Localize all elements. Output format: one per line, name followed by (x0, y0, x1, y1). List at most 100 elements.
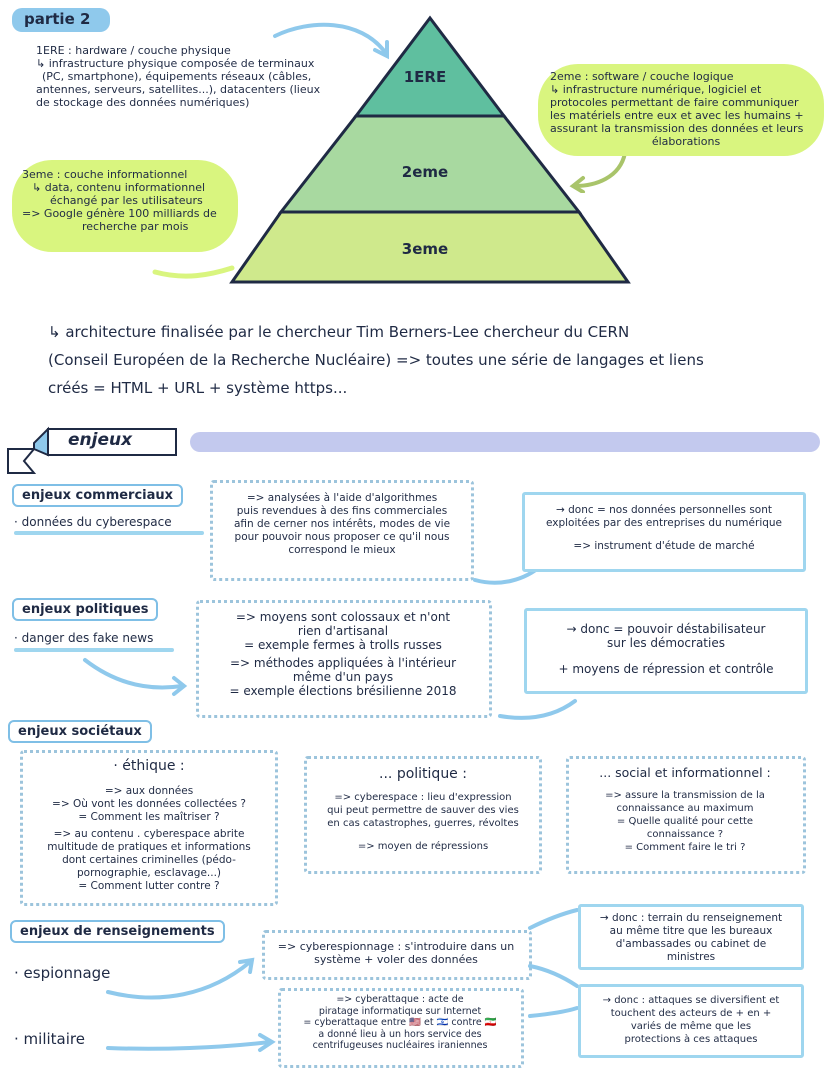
cyberattaque-line-4: a donné lieu à un hors service des (318, 1028, 482, 1040)
architecture-line-1: ↳ architecture finalisée par le chercheu… (48, 323, 630, 341)
politiques-right-2: sur les démocraties (607, 636, 725, 650)
ethique-box (20, 750, 278, 906)
renseignement-right-1-line-2: au même titre que les bureaux (609, 925, 773, 937)
commerciaux-mid-4: pour pouvoir nous proposer ce qu'il nous (234, 531, 450, 543)
commerciaux-mid-1: => analysées à l'aide d'algorithmes (246, 492, 438, 504)
pyramid (229, 15, 631, 284)
social-box (566, 756, 806, 874)
hardware-line-4: de stockage des données numériques) (36, 96, 250, 109)
pyramid-label-3: 3eme (401, 240, 449, 258)
renseignement-right-box-2 (578, 984, 804, 1058)
renseignement-right-1-line-4: ministres (666, 951, 716, 963)
societaux-label: enjeux sociétaux (8, 720, 152, 743)
arrow-right-green (569, 151, 627, 193)
hardware-line-1: ↳ infrastructure physique composée de te… (36, 57, 315, 70)
partie-title: partie 2 (24, 10, 91, 28)
espionnage-item: · espionnage (14, 964, 111, 982)
politiques-right-box (524, 608, 808, 694)
info-highlight (12, 160, 238, 252)
social-line-4: connaissance ? (646, 829, 724, 840)
espionnage-box (262, 930, 532, 980)
commerciaux-mid-2: puis revendues à des fins commerciales (236, 505, 448, 517)
cyberattaque-line-2: piratage informatique sur Internet (318, 1005, 482, 1017)
militaire-item: · militaire (14, 1030, 85, 1048)
social-line-5: = Comment faire le tri ? (624, 842, 746, 853)
politique-line-1: => cyberespace : lieu d'expression (334, 792, 512, 803)
renseignement-arrows-right (528, 908, 579, 1018)
politique-line-3: en cas catastrophes, guerres, révoltes (327, 818, 519, 829)
politiques-middle-box (196, 600, 492, 718)
espionnage-line-1: => cyberespionnage : s'introduire dans u… (277, 940, 515, 953)
renseignement-right-2: → donc : attaques se diversifient et tou… (582, 994, 800, 1046)
software-line-4: assurant la transmission des données et … (550, 122, 804, 135)
hardware-line-2: (PC, smartphone), équipements réseaux (c… (42, 70, 312, 83)
ethique-line-4: => au contenu . cyberespace abrite (53, 828, 245, 840)
software-title: 2eme : software / couche logique (550, 70, 734, 83)
ethique-line-7: pornographie, esclavage...) (76, 867, 222, 879)
renseignement-right-1: → donc : terrain du renseignement au mêm… (582, 912, 800, 964)
politiques-arrow-in (83, 658, 188, 696)
commerciaux-middle-box (210, 480, 474, 581)
politiques-right-3: + moyens de répression et contrôle (558, 662, 774, 676)
enjeux-bar (190, 432, 820, 452)
cyberattaque-box (278, 988, 524, 1068)
espionnage-line-2: système + voler des données (314, 953, 478, 966)
renseignement-right-1-line-3: d'ambassades ou cabinet de (615, 938, 767, 950)
software-line-2: protocoles permettant de faire communiqu… (550, 96, 799, 109)
politiques-mid-1: => moyens sont colossaux et n'ont (235, 610, 451, 624)
social-title: ... social et informationnel : (599, 765, 771, 780)
espionnage-block: => cyberespionnage : s'introduire dans u… (264, 940, 528, 966)
politiques-underline (14, 648, 174, 652)
commerciaux-mid-3: afin de cerner nos intérêts, modes de vi… (233, 518, 451, 530)
politiques-right-1: → donc = pouvoir déstabilisateur (566, 622, 766, 636)
commerciaux-right: → donc = nos données personnelles sont e… (528, 504, 800, 553)
politiques-label: enjeux politiques (12, 598, 159, 621)
software-highlight (538, 64, 824, 156)
ethique-line-1: => aux données (104, 785, 194, 797)
enjeux-title: enjeux (68, 430, 133, 450)
politique-line-4: => moyen de répressions (357, 841, 489, 852)
ethique-line-8: = Comment lutter contre ? (78, 880, 220, 892)
politiques-mid-3: = exemple fermes à trolls russes (244, 638, 442, 652)
ethique-block: · éthique : => aux données => Où vont le… (24, 758, 274, 893)
social-block: ... social et informationnel : => assure… (568, 766, 802, 854)
partie-highlight (12, 8, 110, 32)
info-title: 3eme : couche informationnel (22, 168, 188, 181)
politique-title: ... politique : (379, 766, 467, 782)
commerciaux-underline (14, 531, 204, 535)
politiques-mid-6: = exemple élections brésilienne 2018 (229, 684, 457, 698)
politiques-item: · danger des fake news (14, 631, 154, 645)
cyberattaque-block: => cyberattaque : acte de piratage infor… (280, 994, 520, 1052)
social-line-2: connaissance au maximum (616, 803, 754, 814)
politique-box (304, 756, 542, 874)
info-line-2: échangé par les utilisateurs (50, 194, 203, 207)
politique-block: ... politique : => cyberespace : lieu d'… (308, 766, 538, 853)
politiques-middle: => moyens sont colossaux et n'ont rien d… (200, 610, 486, 698)
politiques-mid-5: même d'un pays (292, 670, 394, 684)
renseignement-right-2-line-3: variés de même que les (630, 1021, 752, 1032)
software-line-3: les matériels entre eux et avec les huma… (550, 109, 804, 122)
architecture-block: ↳ architecture finalisée par le chercheu… (48, 318, 818, 402)
cyberattaque-line-5: centrifugeuses nucléaires iraniennes (312, 1040, 488, 1051)
ethique-title: · éthique : (113, 758, 185, 774)
ethique-line-6: dont certaines criminelles (pédo- (62, 854, 236, 866)
arrow-left-green (152, 265, 235, 279)
ethique-line-2: => Où vont les données collectées ? (52, 798, 246, 810)
commerciaux-right-3: => instrument d'étude de marché (573, 540, 755, 552)
software-line-5: élaborations (651, 135, 721, 148)
commerciaux-right-1: → donc = nos données personnelles sont (555, 504, 772, 516)
renseignement-right-2-line-2: touchent des acteurs de + en + (610, 1008, 772, 1019)
politique-line-2: qui peut permettre de sauver des vies (327, 805, 519, 816)
hardware-title: 1ERE : hardware / couche physique (36, 44, 231, 57)
pyramid-label-2: 2eme (401, 163, 449, 181)
ethique-line-5: multitude de pratiques et informations (47, 841, 251, 853)
commerciaux-mid-5: correspond le mieux (288, 544, 396, 556)
commerciaux-right-box (522, 492, 806, 572)
info-line-3: => Google génère 100 milliards de (22, 207, 217, 220)
politiques-arrow-out (498, 699, 577, 720)
renseignements-label: enjeux de renseignements (10, 920, 225, 943)
commerciaux-middle: => analysées à l'aide d'algorithmes puis… (214, 492, 470, 557)
arrow-to-pyramid (273, 22, 389, 60)
renseignement-right-2-line-4: protections à ces attaques (624, 1034, 758, 1045)
commerciaux-item: · données du cyberespace (14, 515, 172, 529)
